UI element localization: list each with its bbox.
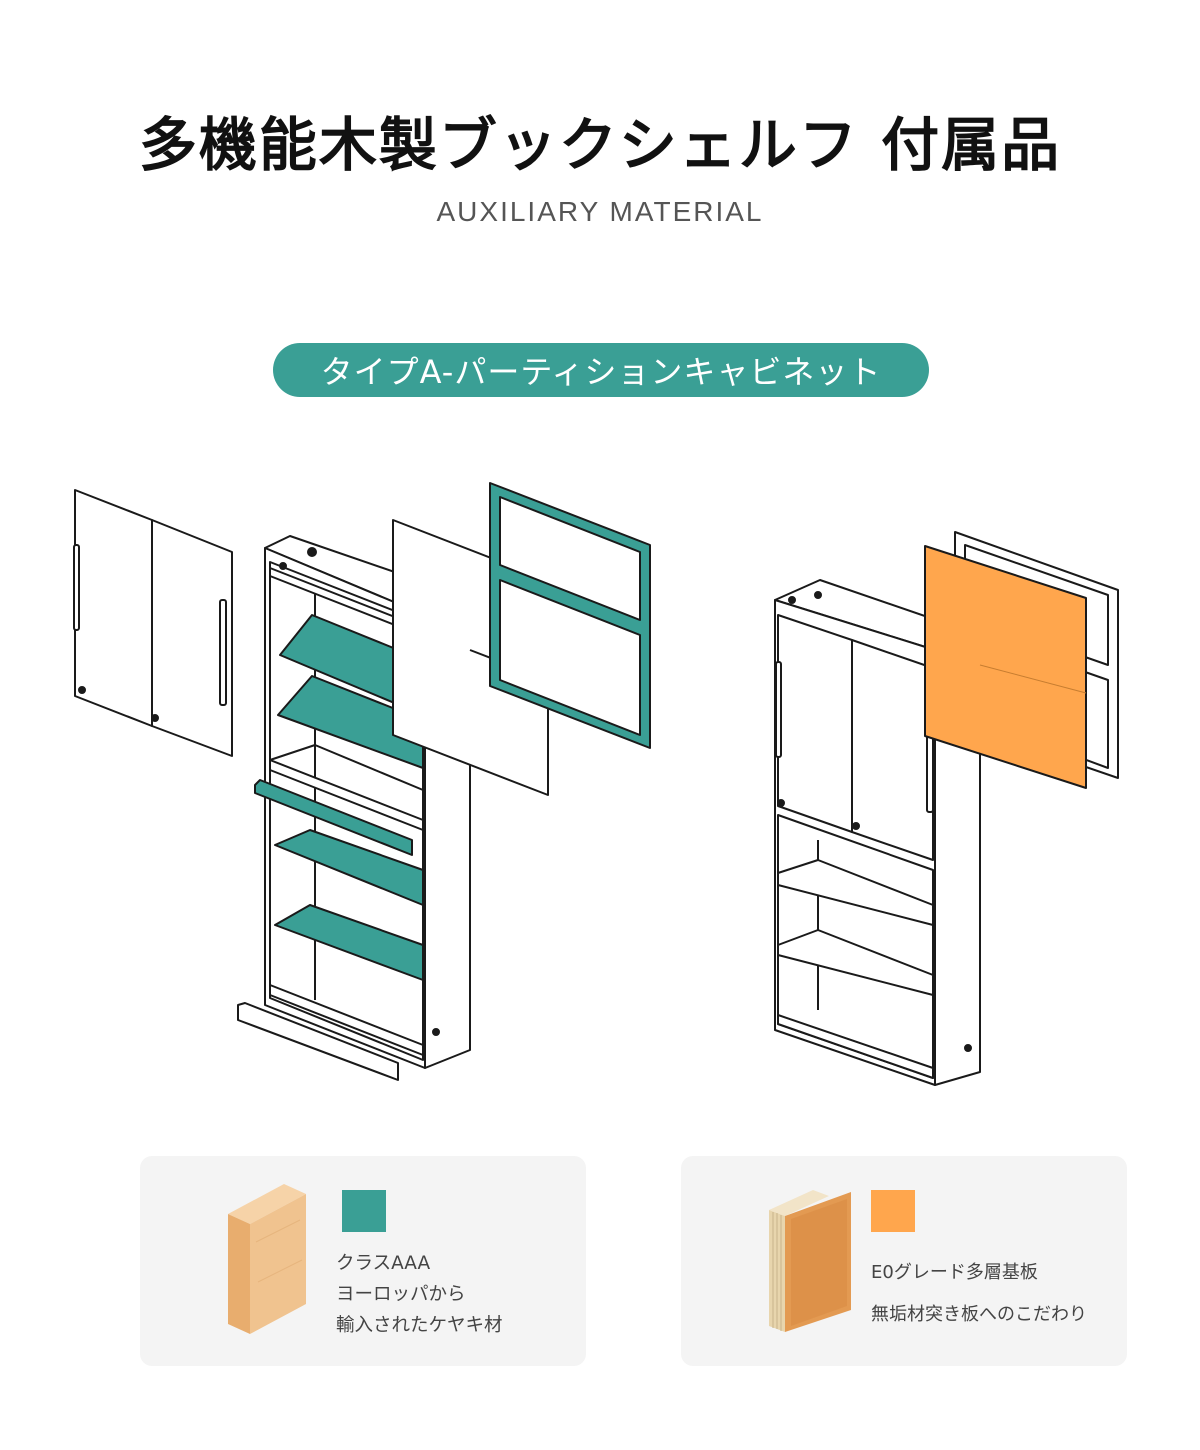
cabinet-illustration <box>73 482 1119 1086</box>
material-description: E0グレード多層基板 無垢材突き板へのこだわり <box>871 1262 1087 1325</box>
wood-block-icon <box>228 1184 306 1334</box>
page-subtitle: AUXILIARY MATERIAL <box>436 196 764 227</box>
teal-swatch <box>342 1190 386 1232</box>
plywood-layers-icon <box>769 1190 851 1332</box>
orange-swatch <box>871 1190 915 1232</box>
right-orange-panel <box>924 545 1087 789</box>
left-door-panels <box>73 489 233 757</box>
left-teal-shelves <box>254 614 424 981</box>
material-card-keyaki: クラスAAA ヨーロッパから 輸入されたケヤキ材 <box>140 1156 586 1366</box>
material-card-plywood: E0グレード多層基板 無垢材突き板へのこだわり <box>681 1156 1127 1366</box>
page-title: 多機能木製ブックシェルフ 付属品 <box>138 111 1062 179</box>
type-badge: タイプA-パーティションキャビネット <box>273 343 929 397</box>
material-description: クラスAAA ヨーロッパから 輸入されたケヤキ材 <box>336 1253 503 1336</box>
right-cabinet-body <box>774 579 981 1086</box>
